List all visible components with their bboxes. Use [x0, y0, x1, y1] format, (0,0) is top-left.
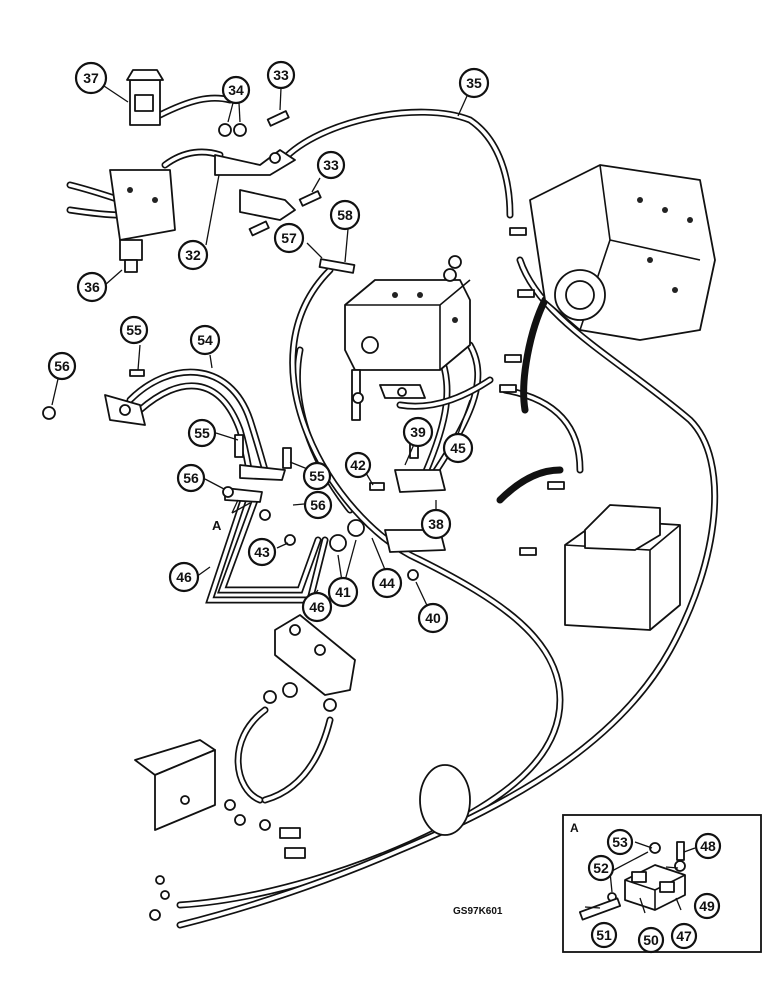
callout-42: 42 [344, 451, 372, 479]
callout-33-mid: 33 [316, 150, 346, 180]
svg-text:55: 55 [194, 425, 210, 441]
valve-assembly [109, 69, 176, 273]
callout-51: 51 [590, 921, 618, 949]
callout-52: 52 [587, 854, 615, 882]
hose-lines [66, 94, 719, 929]
svg-text:33: 33 [273, 67, 289, 83]
svg-text:33: 33 [323, 157, 339, 173]
callout-56-left: 56 [47, 351, 77, 381]
svg-text:56: 56 [54, 358, 70, 374]
leader-lines [51, 85, 696, 914]
callout-36: 36 [76, 271, 108, 303]
callout-50: 50 [637, 926, 665, 954]
detail-a-pointer: A [212, 518, 222, 533]
svg-text:35: 35 [466, 75, 482, 91]
callout-53: 53 [606, 828, 634, 856]
callout-37: 37 [74, 61, 108, 95]
callout-47: 47 [670, 922, 698, 950]
callout-40: 40 [417, 602, 449, 634]
svg-text:41: 41 [335, 584, 351, 600]
callout-45: 45 [442, 432, 474, 464]
svg-text:46: 46 [309, 599, 325, 615]
svg-text:57: 57 [281, 230, 297, 246]
callout-55-top: 55 [119, 315, 149, 345]
svg-text:39: 39 [410, 424, 426, 440]
callout-58: 58 [329, 199, 361, 231]
svg-text:40: 40 [425, 610, 441, 626]
foot-pedal [134, 739, 216, 831]
svg-text:47: 47 [676, 928, 692, 944]
callout-32: 32 [177, 239, 209, 271]
callout-46-right: 46 [301, 591, 333, 623]
svg-text:58: 58 [337, 207, 353, 223]
callout-44: 44 [371, 567, 403, 599]
svg-text:45: 45 [450, 440, 466, 456]
callout-55-mid: 55 [187, 418, 217, 448]
callout-48: 48 [694, 832, 722, 860]
callout-39: 39 [402, 416, 434, 448]
svg-text:52: 52 [593, 860, 609, 876]
svg-text:54: 54 [197, 332, 213, 348]
hose-clamp [419, 764, 471, 836]
svg-text:48: 48 [700, 838, 716, 854]
svg-text:46: 46 [176, 569, 192, 585]
engine [529, 164, 716, 341]
inset-title: A [570, 821, 579, 835]
svg-text:34: 34 [228, 82, 244, 98]
svg-text:55: 55 [126, 322, 142, 338]
svg-text:36: 36 [84, 279, 100, 295]
callout-41: 41 [327, 576, 359, 608]
bracket-block [274, 614, 356, 696]
svg-text:38: 38 [428, 516, 444, 532]
svg-text:53: 53 [612, 834, 628, 850]
callout-56-right: 56 [303, 490, 333, 520]
callout-57: 57 [273, 222, 305, 254]
callout-43: 43 [247, 537, 277, 567]
callout-56-mid: 56 [176, 463, 206, 493]
callout-34: 34 [221, 75, 251, 105]
callout-33-top: 33 [266, 60, 296, 90]
svg-text:42: 42 [350, 457, 366, 473]
svg-text:56: 56 [183, 470, 199, 486]
drawing-code: GS97K601 [453, 906, 503, 917]
svg-text:43: 43 [254, 544, 270, 560]
svg-text:55: 55 [309, 468, 325, 484]
svg-text:51: 51 [596, 927, 612, 943]
svg-text:49: 49 [699, 898, 715, 914]
reservoir-box [564, 504, 681, 631]
callout-35: 35 [458, 67, 490, 99]
svg-text:44: 44 [379, 575, 395, 591]
svg-text:32: 32 [185, 247, 201, 263]
svg-text:56: 56 [310, 497, 326, 513]
callout-49: 49 [693, 892, 721, 920]
callout-54: 54 [189, 324, 221, 356]
callout-46-left: 46 [168, 561, 200, 593]
svg-text:50: 50 [643, 932, 659, 948]
callout-55-right: 55 [302, 461, 332, 491]
bolts-and-nuts [42, 110, 565, 921]
svg-text:37: 37 [83, 70, 99, 86]
callout-38: 38 [420, 508, 452, 540]
